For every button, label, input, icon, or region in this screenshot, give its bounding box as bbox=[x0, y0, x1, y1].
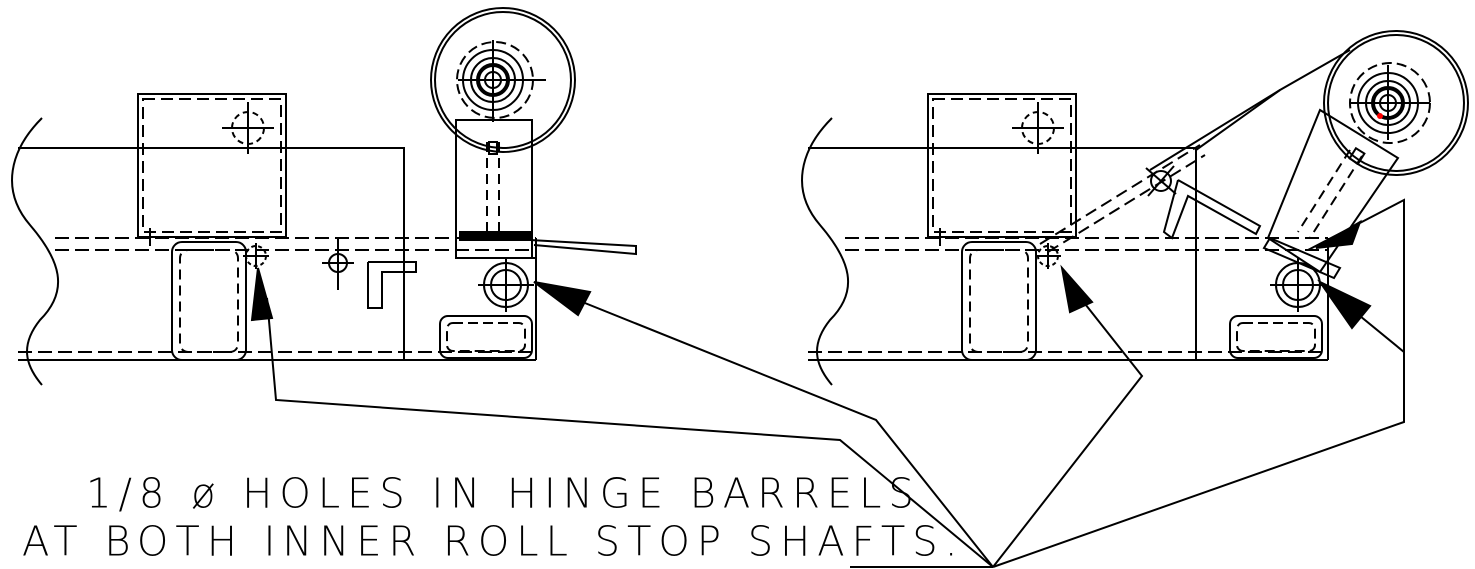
left-l-bracket bbox=[367, 261, 417, 309]
arrowheads bbox=[250, 219, 1372, 330]
right-small-tube bbox=[1229, 315, 1323, 359]
left-panel-top bbox=[18, 147, 405, 360]
arrowhead-right-upper bbox=[1315, 219, 1362, 249]
left-flap bbox=[459, 235, 637, 256]
right-view-open bbox=[801, 30, 1469, 386]
left-break-line bbox=[11, 117, 59, 386]
arrowhead-left-shaft bbox=[533, 281, 592, 317]
right-l-bracket bbox=[1162, 179, 1262, 240]
right-roller-outer bbox=[1323, 30, 1469, 176]
left-tube bbox=[171, 241, 247, 361]
left-small-tube bbox=[439, 315, 533, 359]
left-top-block bbox=[137, 93, 287, 238]
right-panel-top bbox=[808, 147, 1197, 360]
note-line-1: 1/8 ø HOLES IN HINGE BARRELS bbox=[86, 470, 921, 518]
right-tube bbox=[961, 241, 1037, 361]
right-break-line bbox=[801, 117, 849, 386]
right-pin bbox=[1150, 170, 1172, 192]
right-top-block bbox=[927, 93, 1077, 238]
right-arm bbox=[1266, 108, 1400, 274]
arrowhead-left-hole bbox=[250, 267, 274, 322]
arrowhead-right-shaft bbox=[1317, 279, 1372, 330]
note-line-2: AT BOTH INNER ROLL STOP SHAFTS. bbox=[22, 518, 965, 566]
arrowhead-right-hole bbox=[1060, 264, 1094, 314]
accent-dot bbox=[1377, 113, 1383, 119]
leader-lines bbox=[266, 198, 1405, 568]
left-roller-outer bbox=[430, 7, 576, 153]
left-view-closed bbox=[11, 7, 637, 386]
